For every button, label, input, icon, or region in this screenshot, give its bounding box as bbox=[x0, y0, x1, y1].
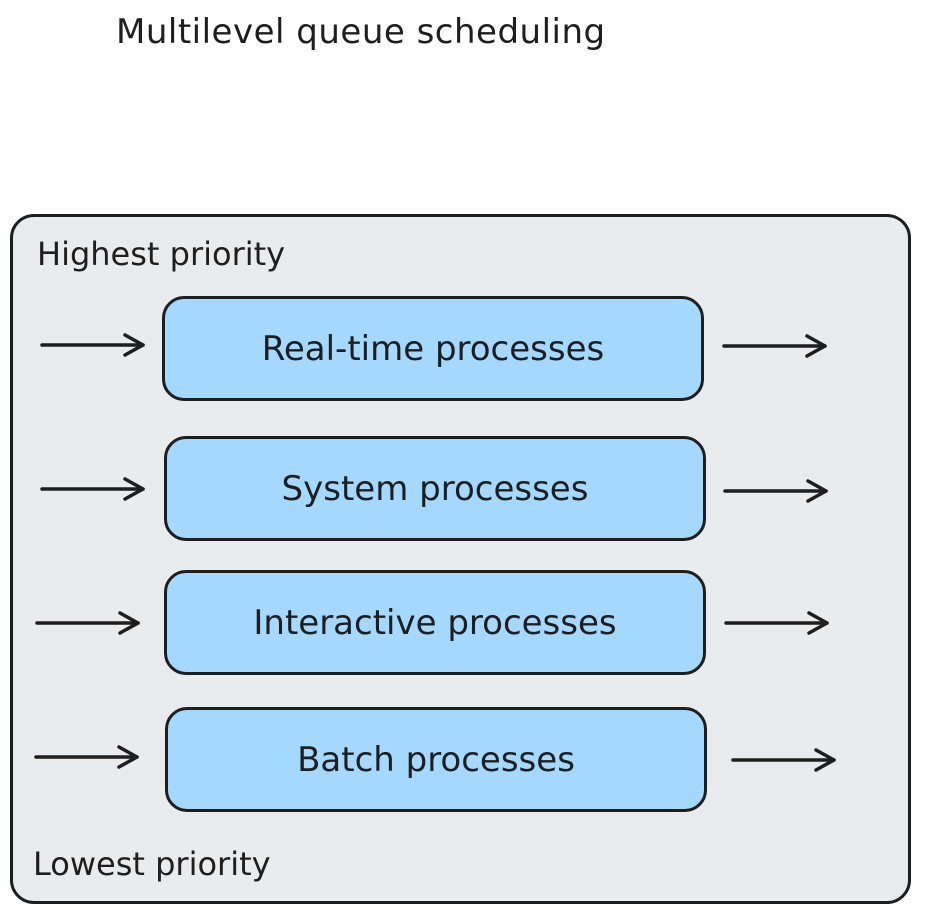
lowest-priority-label: Lowest priority bbox=[33, 845, 271, 883]
queue-interactive: Interactive processes bbox=[164, 570, 706, 675]
queue-system: System processes bbox=[164, 436, 706, 541]
diagram-title: Multilevel queue scheduling bbox=[116, 12, 606, 52]
queue-batch: Batch processes bbox=[165, 707, 707, 812]
highest-priority-label: Highest priority bbox=[37, 235, 286, 273]
queue-real-time: Real-time processes bbox=[162, 296, 704, 401]
